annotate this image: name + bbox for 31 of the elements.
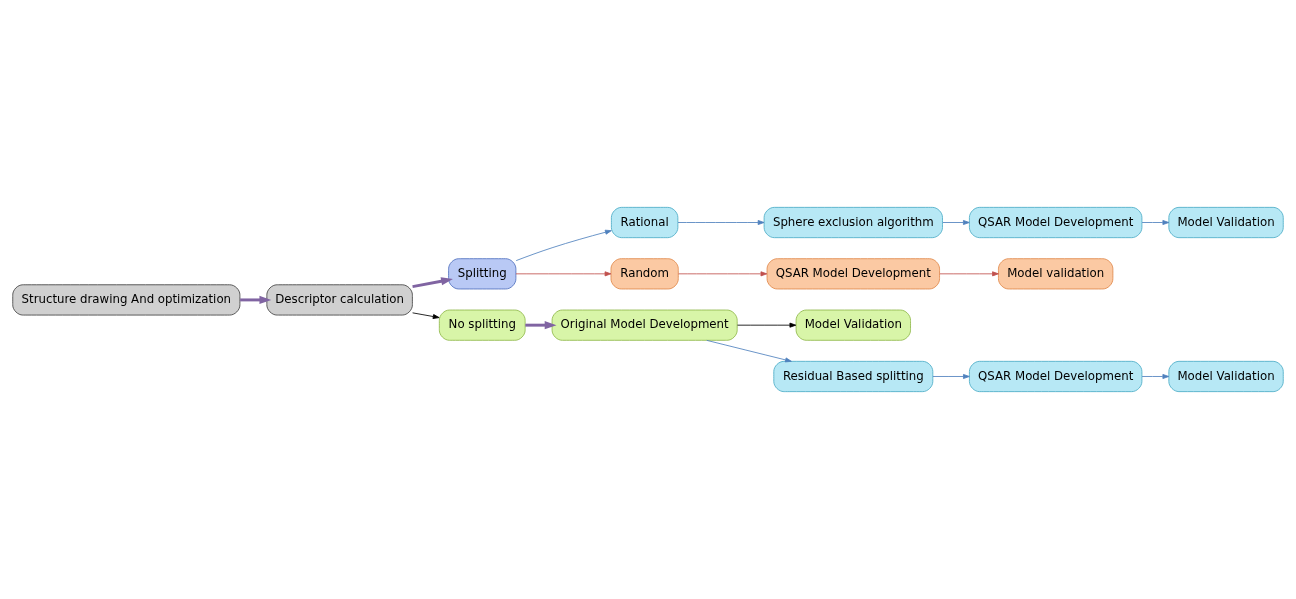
node-box: Model validation (998, 258, 1114, 290)
node-box: Structure drawing And optimization (12, 284, 241, 316)
arrow (942, 220, 970, 225)
arrow (1141, 220, 1170, 225)
node-box: Descriptor calculation (266, 284, 413, 316)
arrow (412, 277, 453, 289)
node-box: Model Validation (795, 309, 911, 341)
arrow (677, 220, 765, 225)
node-box: QSAR Model Development (766, 258, 940, 290)
arrow (932, 374, 970, 379)
arrow (737, 322, 797, 328)
node-box: Splitting (448, 258, 517, 290)
arrow (240, 295, 272, 305)
arrow (706, 339, 792, 363)
arrow (515, 271, 612, 277)
node-box: Random (610, 258, 679, 290)
node-box: Model Validation (1168, 360, 1284, 393)
node-box: Original Model Development (551, 309, 738, 341)
arrow (525, 321, 557, 330)
arrow (515, 229, 612, 262)
node-box: Model Validation (1168, 206, 1284, 239)
node-box: QSAR Model Development (969, 206, 1143, 239)
node-box: No splitting (438, 309, 526, 341)
node-box: Residual Based splitting (773, 360, 934, 393)
node-box: Sphere exclusion algorithm (763, 206, 943, 239)
node-box: Rational (611, 206, 679, 239)
node-box: QSAR Model Development (969, 360, 1143, 393)
arrow (1141, 374, 1170, 379)
arrow (939, 271, 999, 277)
arrow (678, 271, 768, 277)
arrow (412, 312, 440, 319)
